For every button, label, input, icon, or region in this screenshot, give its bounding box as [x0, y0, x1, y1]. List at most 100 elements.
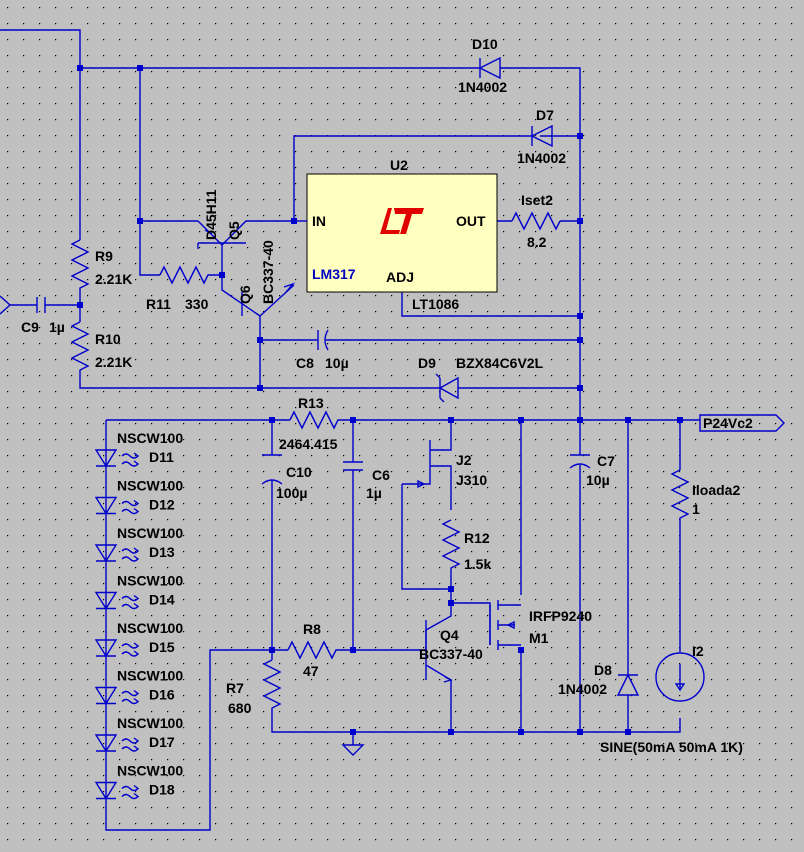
q6-ref: Q6: [237, 285, 253, 304]
zener-d9-symbol[interactable]: [435, 373, 459, 403]
junction-dots: [77, 65, 683, 735]
q5-ref: Q5: [226, 221, 242, 240]
r12-ref: R12: [464, 530, 490, 546]
capacitor-c10-symbol[interactable]: [261, 454, 283, 485]
p24vc2-label: P24Vc2: [703, 415, 753, 431]
c7-value: 10µ: [586, 472, 610, 488]
led-d18-symbol[interactable]: [94, 781, 118, 800]
capacitor-c9-symbol[interactable]: [0, 295, 46, 315]
d9-ref: D9: [418, 355, 436, 371]
led-d14-value: NSCW100: [117, 573, 183, 589]
led-light-rays: [121, 784, 140, 800]
c8-value: 10µ: [325, 355, 349, 371]
linear-tech-logo: [380, 208, 424, 234]
diode-d8-symbol[interactable]: [616, 673, 640, 700]
q6-value: BC337-40: [260, 240, 276, 304]
led-d17-symbol[interactable]: [94, 734, 118, 753]
r10-value: 2.21K: [95, 354, 132, 370]
d10-value: 1N4002: [458, 79, 507, 95]
mosfet-m1-symbol[interactable]: [489, 600, 521, 650]
ground-symbol: [341, 744, 365, 756]
q4-value: BC337-40: [419, 646, 483, 662]
i2-ref: I2: [692, 643, 704, 659]
c10-ref: C10: [286, 464, 312, 480]
led-d18-value: NSCW100: [117, 763, 183, 779]
transistor-q5-symbol[interactable]: [197, 229, 246, 249]
led-light-rays: [121, 499, 140, 515]
resistor-r13-symbol[interactable]: [289, 410, 340, 430]
q5-value: D45H11: [203, 189, 219, 240]
resistor-r8-symbol[interactable]: [287, 640, 338, 660]
c9-value: 1µ: [49, 319, 65, 335]
r11-value: 330: [185, 296, 209, 312]
capacitor-c6-symbol[interactable]: [343, 461, 363, 471]
r9-ref: R9: [95, 248, 113, 264]
led-d14-symbol[interactable]: [94, 591, 118, 610]
resistor-r10-symbol[interactable]: [70, 321, 90, 372]
led-d16-symbol[interactable]: [94, 686, 118, 705]
led-d13-symbol[interactable]: [94, 544, 118, 563]
r11-ref: R11: [146, 296, 171, 312]
c9-ref: C9: [21, 319, 39, 335]
q4-ref: Q4: [440, 627, 459, 643]
u2-pin-adj: ADJ: [386, 269, 414, 285]
iset2-value: 8.2: [527, 234, 547, 250]
led-light-rays: [121, 689, 140, 705]
u2-ref: U2: [390, 157, 408, 173]
net-flag-p24vc2[interactable]: [699, 414, 785, 432]
resistor-iload-symbol[interactable]: [670, 469, 690, 520]
resistor-r9-symbol[interactable]: [70, 239, 90, 290]
led-d11-symbol[interactable]: [94, 449, 118, 468]
d8-value: 1N4002: [558, 681, 607, 697]
iloada2-value: 1: [692, 501, 700, 517]
capacitor-c7-symbol[interactable]: [569, 454, 591, 469]
transistor-q6-symbol[interactable]: [241, 282, 296, 316]
led-d12-symbol[interactable]: [94, 496, 118, 515]
d10-ref: D10: [472, 36, 498, 52]
led-d15-value: NSCW100: [117, 620, 183, 636]
r9-value: 2.21K: [95, 271, 132, 287]
led-light-rays: [121, 452, 140, 467]
led-d11-ref: D11: [149, 449, 174, 465]
m1-value: IRFP9240: [529, 608, 592, 624]
u2-part: LM317: [312, 266, 356, 282]
diode-d7-symbol[interactable]: [530, 124, 553, 148]
capacitor-c8-symbol[interactable]: [317, 329, 329, 351]
led-light-rays: [121, 642, 140, 657]
resistor-r12-symbol[interactable]: [441, 519, 461, 570]
resistor-r11-symbol[interactable]: [159, 265, 210, 285]
d7-value: 1N4002: [517, 150, 566, 166]
resistor-iset2-symbol[interactable]: [511, 211, 561, 231]
u2-pin-in: IN: [312, 213, 326, 229]
u2-pin-out: OUT: [456, 213, 486, 229]
r7-value: 680: [228, 700, 252, 716]
iloada2-ref: Iloada2: [692, 482, 740, 498]
transistor-q4-symbol[interactable]: [420, 620, 453, 683]
r13-value: 2464.415: [279, 436, 338, 452]
c8-ref: C8: [296, 355, 314, 371]
r10-ref: R10: [95, 331, 121, 347]
led-d15-symbol[interactable]: [94, 639, 118, 658]
d8-ref: D8: [594, 662, 612, 678]
led-d15-ref: D15: [149, 639, 175, 655]
led-d16-ref: D16: [149, 687, 175, 703]
c10-value: 100µ: [276, 485, 307, 501]
led-chain[interactable]: [94, 449, 140, 800]
c7-ref: C7: [597, 453, 615, 469]
r13-ref: R13: [298, 395, 324, 411]
jfet-j2-symbol[interactable]: [417, 440, 452, 489]
led-d11-value: NSCW100: [117, 430, 183, 446]
led-d16-value: NSCW100: [117, 668, 183, 684]
led-d13-ref: D13: [149, 544, 175, 560]
led-d12-ref: D12: [149, 497, 175, 513]
resistor-r7-symbol[interactable]: [262, 659, 282, 710]
i2-value: SINE(50mA 50mA 1K): [600, 739, 743, 755]
m1-ref: M1: [529, 630, 549, 646]
led-d13-value: NSCW100: [117, 525, 183, 541]
current-source-i2-symbol[interactable]: [655, 652, 705, 702]
c6-ref: C6: [372, 467, 390, 483]
diode-d10-symbol[interactable]: [478, 56, 501, 80]
c6-value: 1µ: [366, 485, 382, 501]
